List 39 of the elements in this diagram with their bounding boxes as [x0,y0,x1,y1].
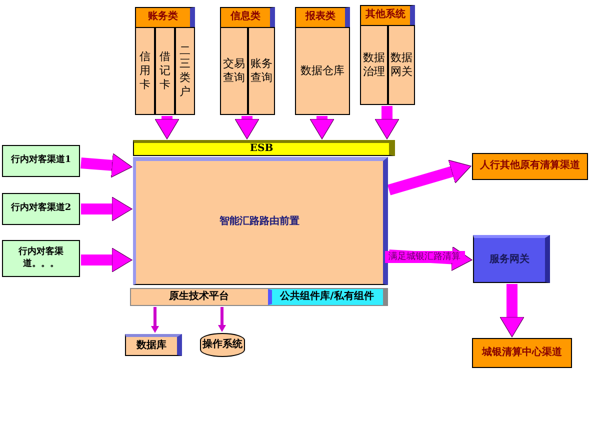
component-box: 公共组件库/私有组件 [268,289,383,305]
channel-box: 城银清算中心渠道 [472,338,572,368]
system-box: 数据治理 [360,25,388,105]
system-box: 借记卡 [155,27,175,115]
edge-label: 满足城银汇路清算 [384,250,464,262]
category-panel [135,7,195,115]
os-cylinder: 操作系统 [200,333,245,357]
system-box: 二三类户 [175,27,195,115]
arrow [154,116,180,140]
arrow [234,116,260,140]
esb-bar: ESB [133,140,395,156]
gateway-box: 服务网关 [473,235,550,283]
arrow [310,116,334,140]
arrow [81,196,132,222]
panel-heading: 报表类 [296,8,345,28]
channel-box: 行内对客渠道2 [2,193,80,225]
arrow [387,160,472,196]
arrow [151,307,159,333]
arrow [218,307,226,332]
arrow [374,106,400,140]
category-panel [295,7,350,115]
panel-heading: 信息类 [221,8,270,28]
system-box: 数据网关 [388,25,415,105]
system-box: 账务查询 [248,27,275,115]
category-panel [360,5,415,105]
arrow [81,248,132,272]
channel-box: 行内对客渠道1 [2,145,80,177]
database-box: 数据库 [125,334,182,356]
router-box: 智能汇路路由前置 [133,157,388,285]
platform-label: 原生技术平台 [169,290,229,304]
panel-heading: 其他系统 [361,6,410,26]
channel-box: 人行其他原有清算渠道 [472,153,588,180]
system-box: 交易查询 [220,27,248,115]
platform-bar [130,288,388,306]
channel-box: 行内对客渠道。。。 [2,240,80,277]
arrow [80,153,132,178]
arrow [500,284,524,338]
panel-heading: 账务类 [136,8,190,28]
category-panel [220,7,275,115]
